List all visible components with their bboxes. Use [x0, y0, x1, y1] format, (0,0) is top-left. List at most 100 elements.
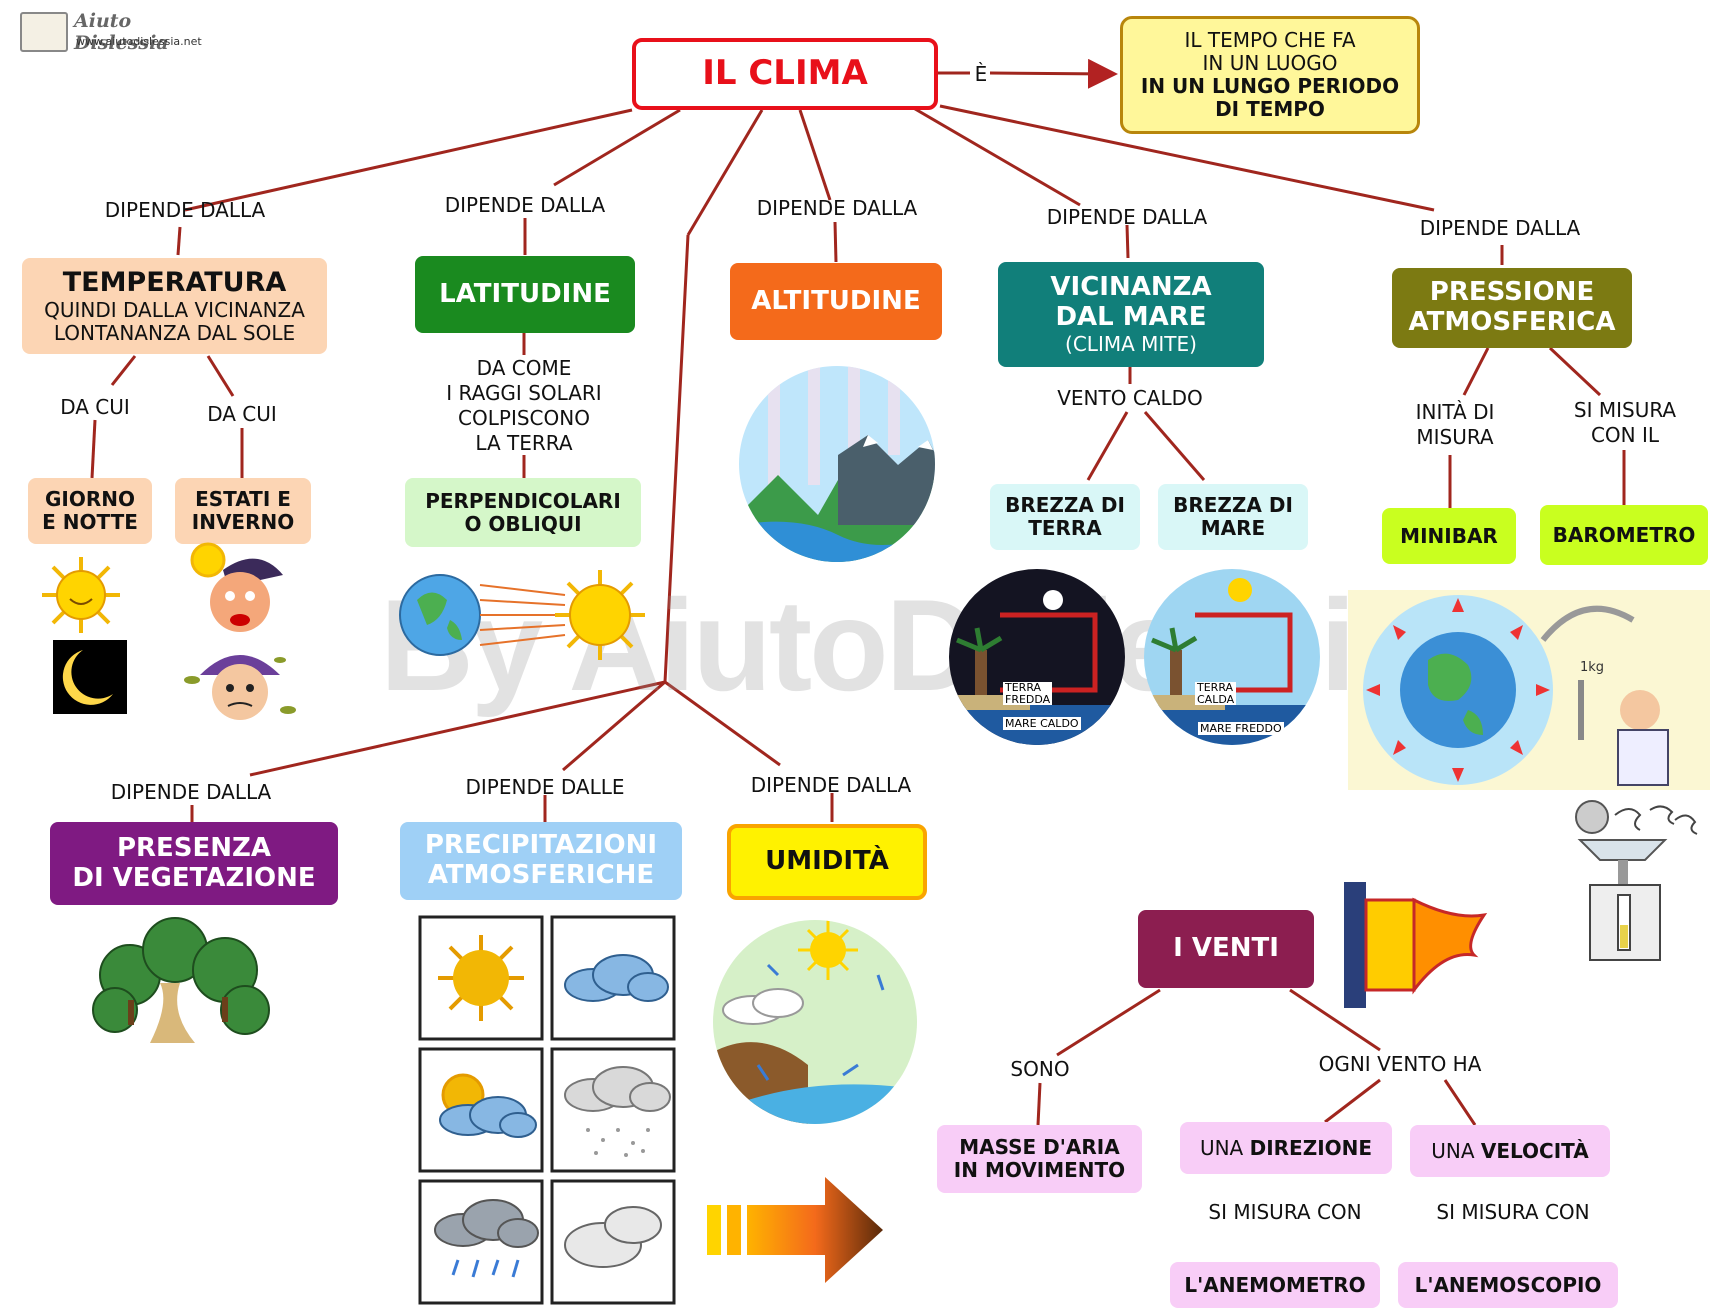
latitudine-title: LATITUDINE: [439, 278, 611, 309]
pressione-link-right: SI MISURA CON IL: [1555, 398, 1695, 448]
site-logo[interactable]: Aiuto Dislessia www.aiutodislessia.net: [20, 8, 210, 54]
link-vicinanza: DIPENDE DALLA: [1046, 205, 1208, 229]
direzione-link: SI MISURA CON: [1208, 1200, 1362, 1224]
earth-sun-rays-icon: [399, 570, 645, 660]
sea-breeze-top-label: TERRA CALDA: [1195, 681, 1237, 706]
brezza-mare-line2: MARE: [1200, 516, 1266, 540]
umidita-title: UMIDITÀ: [765, 846, 889, 877]
winter-man-icon: [184, 655, 296, 720]
pressione-title-line2: ATMOSFERICA: [1408, 307, 1616, 337]
logo-url: www.aiutodislessia.net: [76, 35, 202, 48]
sea-breeze-diagram: TERRA CALDA MARE FREDDO: [1140, 565, 1325, 750]
link-altitudine: DIPENDE DALLA: [756, 196, 918, 220]
latitudine-link-line1: DA COME: [476, 356, 572, 380]
precipitazioni-title-line2: ATMOSFERICHE: [427, 860, 655, 890]
vicinanza-node: VICINANZA DAL MARE (CLIMA MITE): [998, 262, 1264, 367]
velocita-link: SI MISURA CON: [1436, 1200, 1590, 1224]
umidita-node: UMIDITÀ: [727, 824, 927, 900]
sea-breeze-top-line1: TERRA: [1197, 681, 1234, 694]
center-node: IL CLIMA: [632, 38, 938, 110]
vicinanza-link: VENTO CALDO: [1057, 386, 1203, 410]
temperatura-title: TEMPERATURA: [62, 267, 287, 299]
minibar-node: MINIBAR: [1382, 508, 1516, 564]
perpendicolari-node: PERPENDICOLARI O OBLIQUI: [405, 478, 641, 547]
perpendicolari-line1: PERPENDICOLARI: [425, 488, 621, 513]
masse-aria-node: MASSE D'ARIA IN MOVIMENTO: [937, 1125, 1142, 1193]
velocita-node: UNA VELOCITÀ: [1410, 1125, 1610, 1177]
definition-line4: DI TEMPO: [1215, 97, 1325, 121]
venti-link-left: SONO: [1010, 1057, 1070, 1081]
direzione-prefix: UNA: [1199, 1135, 1250, 1160]
sun-icon: [42, 557, 120, 633]
perpendicolari-line2: O OBLIQUI: [464, 511, 582, 536]
pressione-link-left: INITÀ DI MISURA: [1390, 400, 1520, 450]
temperatura-link-right: DA CUI: [207, 402, 277, 426]
vegetazione-node: PRESENZA DI VEGETAZIONE: [50, 822, 338, 905]
land-breeze-diagram: TERRA FREDDA MARE CALDO: [945, 565, 1130, 750]
velocita-bold: VELOCITÀ: [1480, 1138, 1589, 1163]
gradient-arrow-icon: [707, 1177, 883, 1283]
land-breeze-top-line1: TERRA: [1005, 681, 1042, 694]
brezza-mare-node: BREZZA DI MARE: [1158, 484, 1308, 550]
masse-aria-line1: MASSE D'ARIA: [959, 1135, 1120, 1159]
sea-breeze-top-line2: CALDA: [1197, 692, 1235, 706]
anemoscopio-node: L'ANEMOSCOPIO: [1398, 1262, 1618, 1308]
mountains-altitude-icon: [739, 366, 935, 562]
precipitazioni-node: PRECIPITAZIONI ATMOSFERICHE: [400, 822, 682, 900]
weight-label: 1kg: [1580, 660, 1605, 675]
definition-line1: IL TEMPO CHE FA: [1184, 28, 1356, 52]
barometro-node: BAROMETRO: [1540, 505, 1708, 565]
anemoscopio-label: L'ANEMOSCOPIO: [1414, 1272, 1602, 1297]
relation-label: È: [974, 62, 988, 86]
temperatura-node: TEMPERATURA QUINDI DALLA VICINANZA LONTA…: [22, 258, 327, 354]
weather-grid: [418, 915, 676, 1305]
direzione-node: UNA DIREZIONE: [1180, 1122, 1392, 1174]
sea-breeze-bottom-label: MARE FREDDO: [1198, 722, 1284, 735]
link-vegetazione: DIPENDE DALLA: [110, 780, 272, 804]
center-title: IL CLIMA: [702, 53, 868, 94]
venti-link-right: OGNI VENTO HA: [1318, 1052, 1482, 1076]
book-icon: [20, 12, 68, 52]
latitudine-link-line4: LA TERRA: [475, 431, 573, 455]
estati-inverno-line1: ESTATI E: [195, 487, 291, 511]
link-pressione: DIPENDE DALLA: [1419, 216, 1581, 240]
link-precipitazioni: DIPENDE DALLE: [465, 775, 625, 799]
altitudine-title: ALTITUDINE: [751, 285, 921, 316]
land-breeze-bottom-label: MARE CALDO: [1003, 717, 1081, 730]
brezza-terra-line1: BREZZA DI: [1005, 493, 1125, 517]
temperatura-sub2: LONTANANZA DAL SOLE: [53, 320, 296, 345]
latitudine-link-line3: COLPISCONO: [458, 406, 590, 430]
temperatura-sub1: QUINDI DALLA VICINANZA: [44, 297, 305, 322]
barometer-scale-icon: [1575, 800, 1698, 961]
moon-icon: [53, 640, 127, 714]
estati-inverno-line2: INVERNO: [191, 510, 295, 534]
brezza-mare-line1: BREZZA DI: [1173, 493, 1293, 517]
vegetazione-title-line1: PRESENZA: [116, 832, 272, 863]
temperatura-link-left: DA CUI: [60, 395, 130, 419]
link-temperatura: DIPENDE DALLA: [104, 198, 266, 222]
link-latitudine: DIPENDE DALLA: [444, 193, 606, 217]
anemometro-node: L'ANEMOMETRO: [1170, 1262, 1380, 1308]
minibar-label: MINIBAR: [1400, 523, 1498, 548]
logo-title: Aiuto Dislessia: [74, 10, 169, 54]
vicinanza-sub: (CLIMA MITE): [1065, 331, 1197, 356]
anemometro-label: L'ANEMOMETRO: [1184, 1272, 1366, 1297]
altitudine-node: ALTITUDINE: [730, 263, 942, 340]
brezza-terra-line2: TERRA: [1028, 516, 1102, 540]
summer-boy-icon: [190, 542, 283, 632]
brezza-terra-node: BREZZA DI TERRA: [990, 484, 1140, 550]
pressione-link-right-line1: SI MISURA: [1573, 398, 1677, 422]
pressure-illustration: 1kg: [1348, 590, 1710, 790]
latitudine-node: LATITUDINE: [415, 256, 635, 333]
pressione-node: PRESSIONE ATMOSFERICA: [1392, 268, 1632, 348]
venti-title: I VENTI: [1173, 933, 1279, 964]
vicinanza-title-line1: VICINANZA: [1050, 272, 1212, 303]
definition-line2: IN UN LUOGO: [1202, 51, 1338, 75]
windsock-icon: [1344, 882, 1488, 1008]
latitudine-link: DA COME I RAGGI SOLARI COLPISCONO LA TER…: [424, 356, 624, 456]
pressione-link-right-line2: CON IL: [1590, 423, 1660, 447]
pressione-link-left-line2: MISURA: [1416, 425, 1494, 449]
vegetazione-title-line2: DI VEGETAZIONE: [72, 862, 316, 893]
vicinanza-title-line2: DAL MARE: [1055, 302, 1207, 332]
